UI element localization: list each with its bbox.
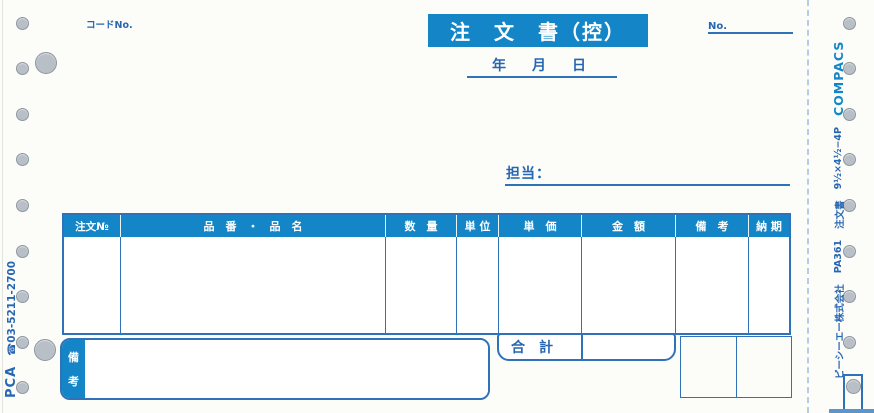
cell-order-no — [64, 237, 120, 333]
compacs-logo: COMPACS — [831, 40, 846, 116]
total-label: 合 計 — [499, 335, 583, 359]
col-header-delivery: 納 期 — [748, 215, 789, 237]
col-header-unit: 単 位 — [456, 215, 498, 237]
right-edge-print: ピーシーエー株式会社 PA361 注文書 9½×4½−4P COMPACS — [831, 41, 846, 379]
cell-amount — [581, 237, 675, 333]
cell-unit — [456, 237, 498, 333]
stamp-cell-left — [681, 337, 736, 397]
no-fill-line — [708, 32, 793, 34]
date-label: 年 月 日 — [492, 58, 592, 74]
sprocket-hole — [15, 290, 29, 304]
approval-stamp-boxes — [680, 336, 792, 398]
remarks-char-top: 備 — [68, 351, 79, 364]
cell-item-name — [120, 237, 385, 333]
sprocket-hole — [15, 198, 29, 212]
staff-label: 担当： — [506, 166, 551, 182]
col-header-order-no: 注文№ — [75, 220, 109, 233]
date-fill-line — [467, 76, 617, 78]
sprocket-hole — [35, 52, 57, 74]
sprocket-hole — [845, 378, 861, 394]
col-header-unit-price: 単 価 — [498, 215, 581, 237]
sprocket-hole — [842, 62, 856, 76]
sprocket-hole — [842, 335, 856, 349]
sprocket-hole — [842, 290, 856, 304]
line-item-table: 注文№ 品 番 ・ 品 名 数 量 単 位 単 価 金 額 備 考 納 期 — [62, 213, 791, 335]
paper-size: 9½×4½−4P — [833, 127, 844, 190]
sprocket-hole — [15, 16, 29, 30]
form-title: 注 文 書（控） — [428, 14, 648, 47]
table-body-row — [64, 237, 789, 333]
paper-left-edge — [2, 0, 3, 413]
cell-delivery — [748, 237, 789, 333]
code-no-label: コードNo. — [86, 20, 133, 31]
sprocket-hole — [15, 244, 29, 258]
sprocket-hole — [15, 335, 29, 349]
next-page-band-fragment — [829, 409, 874, 413]
col-header-quantity: 数 量 — [385, 215, 456, 237]
left-edge-print: PCA ☎03-5211-2700 — [4, 261, 19, 398]
sprocket-hole — [842, 107, 856, 121]
sprocket-hole — [842, 198, 856, 212]
sprocket-hole — [842, 16, 856, 30]
remarks-tab: 備 考 — [62, 340, 85, 398]
stamp-cell-right — [735, 337, 792, 397]
right-perforation-line — [807, 0, 809, 413]
remarks-char-bottom: 考 — [68, 375, 79, 388]
table-header-row: 注文№ 品 番 ・ 品 名 数 量 単 位 単 価 金 額 備 考 納 期 — [64, 215, 789, 237]
form-name: 注文書 — [834, 200, 846, 229]
sprocket-hole — [34, 339, 56, 361]
remarks-box: 備 考 — [60, 338, 490, 400]
sprocket-hole — [15, 153, 29, 167]
cell-remarks — [675, 237, 748, 333]
sprocket-hole — [15, 381, 29, 395]
cell-unit-price — [498, 237, 581, 333]
phone-number: ☎03-5211-2700 — [5, 261, 18, 356]
col-header-amount: 金 額 — [581, 215, 675, 237]
sprocket-hole — [842, 244, 856, 258]
product-code: PA361 — [833, 239, 844, 274]
pca-logo: PCA — [4, 365, 19, 398]
total-box: 合 計 — [497, 333, 676, 361]
remarks-write-area — [85, 340, 488, 398]
sprocket-hole — [842, 153, 856, 167]
total-value-cell — [583, 335, 674, 359]
next-page-print-fragment — [843, 374, 863, 413]
col-header-remarks: 備 考 — [675, 215, 748, 237]
sprocket-hole — [15, 107, 29, 121]
cell-quantity — [385, 237, 456, 333]
staff-fill-line — [505, 184, 790, 186]
col-header-item-name: 品 番 ・ 品 名 — [120, 215, 385, 237]
sprocket-hole — [15, 62, 29, 76]
no-label: No. — [708, 21, 728, 32]
company-name: ピーシーエー株式会社 — [834, 284, 846, 379]
